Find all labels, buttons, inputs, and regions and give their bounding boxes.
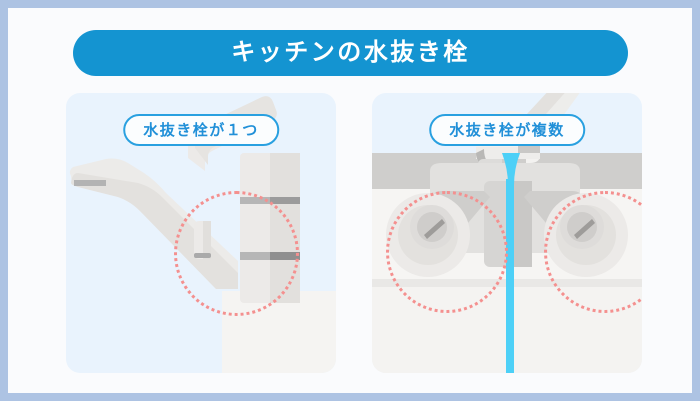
title-banner: キッチンの水抜き栓 [73, 30, 628, 76]
panel-label-text: 水抜き栓が１つ [143, 121, 259, 139]
panel-label-multiple-valves: 水抜き栓が複数 [429, 114, 585, 146]
panel-label-single-valve: 水抜き栓が１つ [123, 114, 279, 146]
highlight-ring-drain-valve-right [544, 191, 642, 313]
highlight-ring-drain-valve-left [386, 191, 508, 313]
highlight-ring-drain-valve [174, 191, 299, 316]
panel-single-valve: 水抜き栓が１つ [66, 93, 336, 373]
panel-multiple-valves: 水抜き栓が複数 [372, 93, 642, 373]
infographic-page: キッチンの水抜き栓 [8, 8, 692, 393]
panel-label-text: 水抜き栓が複数 [449, 121, 565, 139]
page-title: キッチンの水抜き栓 [231, 39, 470, 66]
